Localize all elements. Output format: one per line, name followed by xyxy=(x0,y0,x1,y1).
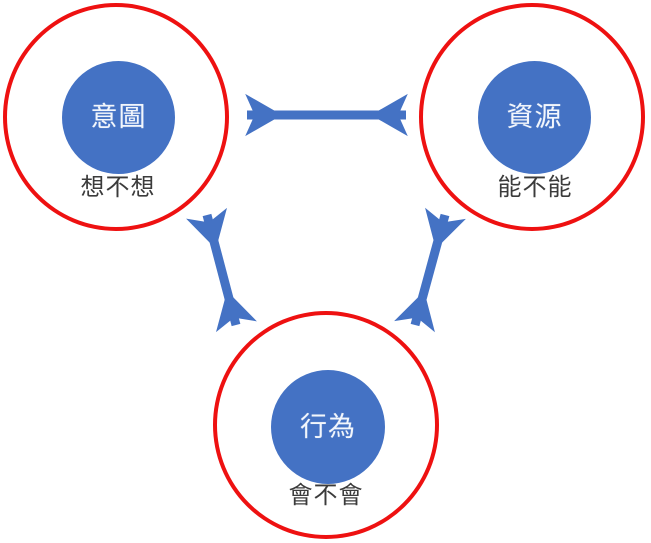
connector-resource-behavior xyxy=(394,207,466,333)
node-intention-outer-ring xyxy=(3,3,229,231)
node-intention-caption: 想不想 xyxy=(80,175,156,201)
node-intention-disc: 意圖 xyxy=(62,61,175,174)
node-behavior-caption: 會不會 xyxy=(288,483,364,509)
connector-intention-behavior xyxy=(186,207,257,333)
node-behavior-inner-label: 行為 xyxy=(300,411,356,442)
node-resource-disc: 資源 xyxy=(478,61,591,174)
node-behavior-outer-ring xyxy=(213,311,439,539)
node-resource-outer-ring xyxy=(419,3,645,231)
node-behavior-disc: 行為 xyxy=(271,370,385,484)
node-resource-inner-label: 資源 xyxy=(506,102,563,132)
node-resource-caption: 能不能 xyxy=(497,175,573,201)
node-intention-inner-label: 意圖 xyxy=(90,102,147,132)
